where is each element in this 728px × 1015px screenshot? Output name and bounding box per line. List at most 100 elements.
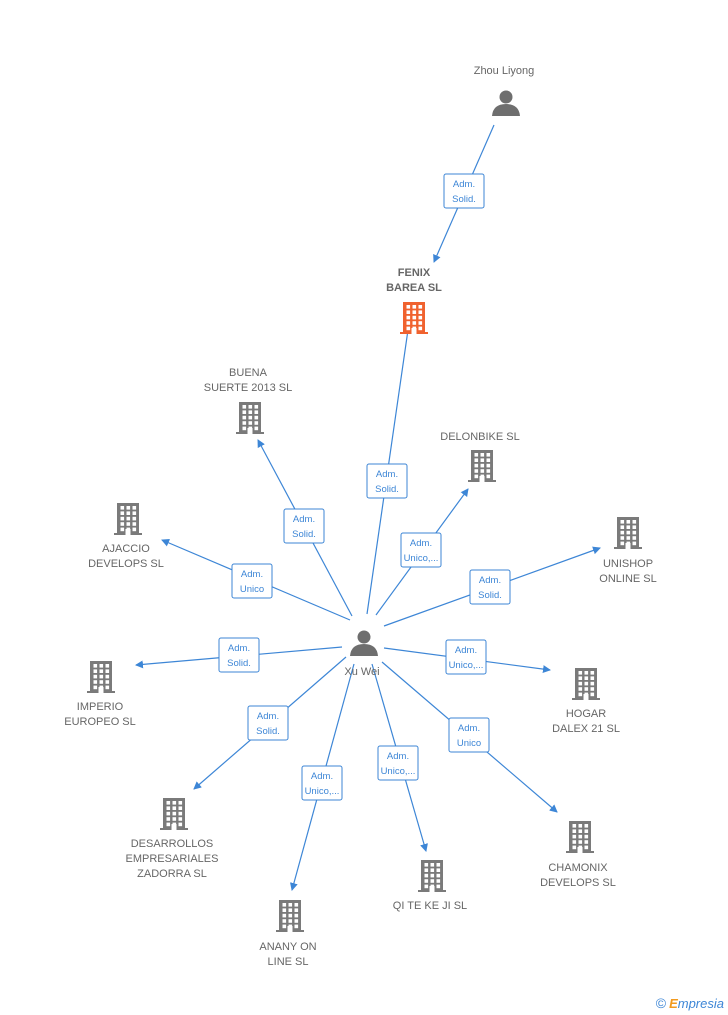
building-icon xyxy=(276,900,304,932)
edge-label-box[interactable] xyxy=(469,569,511,605)
node-label: LINE SL xyxy=(268,956,309,968)
node-xuwei[interactable]: Xu Wei xyxy=(344,630,380,679)
edge-xuwei-to-fenix[interactable]: Adm. Solid. xyxy=(366,322,412,615)
node-buena[interactable]: BUENA SUERTE 2013 SL xyxy=(204,367,292,434)
node-unishop[interactable]: UNISHOP ONLINE SL xyxy=(599,517,657,585)
edge-label-box[interactable] xyxy=(377,745,419,781)
node-zhou[interactable]: Zhou Liyong xyxy=(474,65,535,116)
edge-xuwei-to-unishop[interactable]: Adm. Solid. xyxy=(383,546,601,627)
edge-label-text: Unico xyxy=(457,738,481,749)
node-label: EUROPEO SL xyxy=(64,716,136,728)
node-label: EMPRESARIALES xyxy=(126,853,219,865)
building-icon xyxy=(400,302,428,334)
node-label: HOGAR xyxy=(566,708,606,720)
edge-label-text: Adm. xyxy=(293,514,315,525)
edge-label-text: Unico xyxy=(240,584,264,595)
edge-label-text: Adm. xyxy=(455,645,477,656)
node-label: QI TE KE JI SL xyxy=(393,900,467,912)
edge-label-box[interactable] xyxy=(283,508,325,544)
edge-label-text: Adm. xyxy=(311,771,333,782)
node-label: Zhou Liyong xyxy=(474,65,535,77)
node-anany[interactable]: ANANY ON LINE SL xyxy=(259,900,317,968)
node-label: DELONBIKE SL xyxy=(440,431,519,443)
brand-logo-letter: E xyxy=(669,996,678,1011)
building-icon xyxy=(236,402,264,434)
building-icon xyxy=(566,821,594,853)
node-fenix[interactable]: FENIX BAREA SL xyxy=(386,267,442,334)
node-delonbike[interactable]: DELONBIKE SL xyxy=(440,431,520,482)
node-label: ONLINE SL xyxy=(599,573,656,585)
edge-label-text: Adm. xyxy=(453,179,475,190)
copyright-symbol: © xyxy=(655,995,667,1011)
edge-label-box[interactable] xyxy=(366,463,408,499)
edge-xuwei-to-ajaccio[interactable]: Adm. Unico xyxy=(161,539,351,621)
edge-label-text: Adm. xyxy=(257,711,279,722)
edge-xuwei-to-anany[interactable]: Adm. Unico,... xyxy=(289,663,355,891)
edge-xuwei-to-imperio[interactable]: Adm. Solid. xyxy=(135,637,343,673)
edge-xuwei-to-hogar[interactable]: Adm. Unico,... xyxy=(383,639,551,675)
edge-label-text: Solid. xyxy=(478,590,502,601)
node-label: SUERTE 2013 SL xyxy=(204,382,292,394)
edge-label-box[interactable] xyxy=(247,705,289,741)
node-label: ZADORRA SL xyxy=(137,868,207,880)
edge-label-box[interactable] xyxy=(443,173,485,209)
edge-label-text: Solid. xyxy=(375,484,399,495)
edge-label-text: Adm. xyxy=(458,723,480,734)
edge-label-text: Unico,... xyxy=(305,786,340,797)
building-icon xyxy=(160,798,188,830)
building-icon xyxy=(468,450,496,482)
edge-xuwei-to-delonbike[interactable]: Adm. Unico,... xyxy=(375,488,469,616)
node-label: FENIX xyxy=(398,267,431,279)
edge-label-text: Adm. xyxy=(410,538,432,549)
edge-label-box[interactable] xyxy=(445,639,487,675)
edge-label-text: Adm. xyxy=(228,643,250,654)
node-label: DEVELOPS SL xyxy=(540,877,616,889)
node-label: BAREA SL xyxy=(386,282,442,294)
edge-xuwei-to-qiteke[interactable]: Adm. Unico,... xyxy=(371,663,428,852)
node-ajaccio[interactable]: AJACCIO DEVELOPS SL xyxy=(88,503,164,570)
building-icon xyxy=(572,668,600,700)
empresia-brand[interactable]: ©Empresia xyxy=(656,995,724,1011)
node-qiteke[interactable]: QI TE KE JI SL xyxy=(393,860,467,912)
node-label: UNISHOP xyxy=(603,558,653,570)
node-label: Xu Wei xyxy=(344,666,379,678)
edge-label-text: Unico,... xyxy=(449,660,484,671)
edge-label-box[interactable] xyxy=(448,717,490,753)
edge-label-text: Adm. xyxy=(479,575,501,586)
building-icon xyxy=(87,661,115,693)
edge-label-box[interactable] xyxy=(301,765,343,801)
edge-label-text: Adm. xyxy=(376,469,398,480)
edge-label-text: Unico,... xyxy=(404,553,439,564)
node-label: AJACCIO xyxy=(102,543,150,555)
edge-label-text: Adm. xyxy=(241,569,263,580)
node-label: DEVELOPS SL xyxy=(88,558,164,570)
person-icon xyxy=(492,90,520,116)
building-icon xyxy=(418,860,446,892)
edge-label-text: Solid. xyxy=(452,194,476,205)
node-imperio[interactable]: IMPERIO EUROPEO SL xyxy=(64,661,136,728)
edge-zhou-to-fenix[interactable]: Adm. Solid. xyxy=(433,124,495,263)
edge-label-text: Adm. xyxy=(387,751,409,762)
node-label: ANANY ON xyxy=(259,941,316,953)
edge-xuwei-to-chamonix[interactable]: Adm. Unico xyxy=(381,661,558,813)
person-icon xyxy=(350,630,378,656)
edge-xuwei-to-buena[interactable]: Adm. Solid. xyxy=(257,439,353,617)
edge-label-box[interactable] xyxy=(231,563,273,599)
node-label: DESARROLLOS xyxy=(131,838,214,850)
edge-label-text: Solid. xyxy=(292,529,316,540)
edge-label-text: Solid. xyxy=(256,726,280,737)
edge-label-box[interactable] xyxy=(218,637,260,673)
edges-layer: Adm. Solid. Adm. Solid. Adm. Solid. Adm. Unico,… xyxy=(135,124,601,891)
building-icon xyxy=(114,503,142,535)
edge-label-box[interactable] xyxy=(400,532,442,568)
node-label: IMPERIO xyxy=(77,701,124,713)
edge-label-text: Solid. xyxy=(227,658,251,669)
edge-xuwei-to-desarrollos[interactable]: Adm. Solid. xyxy=(193,656,347,790)
edge-label-text: Unico,... xyxy=(381,766,416,777)
node-desarrollos[interactable]: DESARROLLOS EMPRESARIALES ZADORRA SL xyxy=(126,798,219,880)
node-label: BUENA xyxy=(229,367,268,379)
